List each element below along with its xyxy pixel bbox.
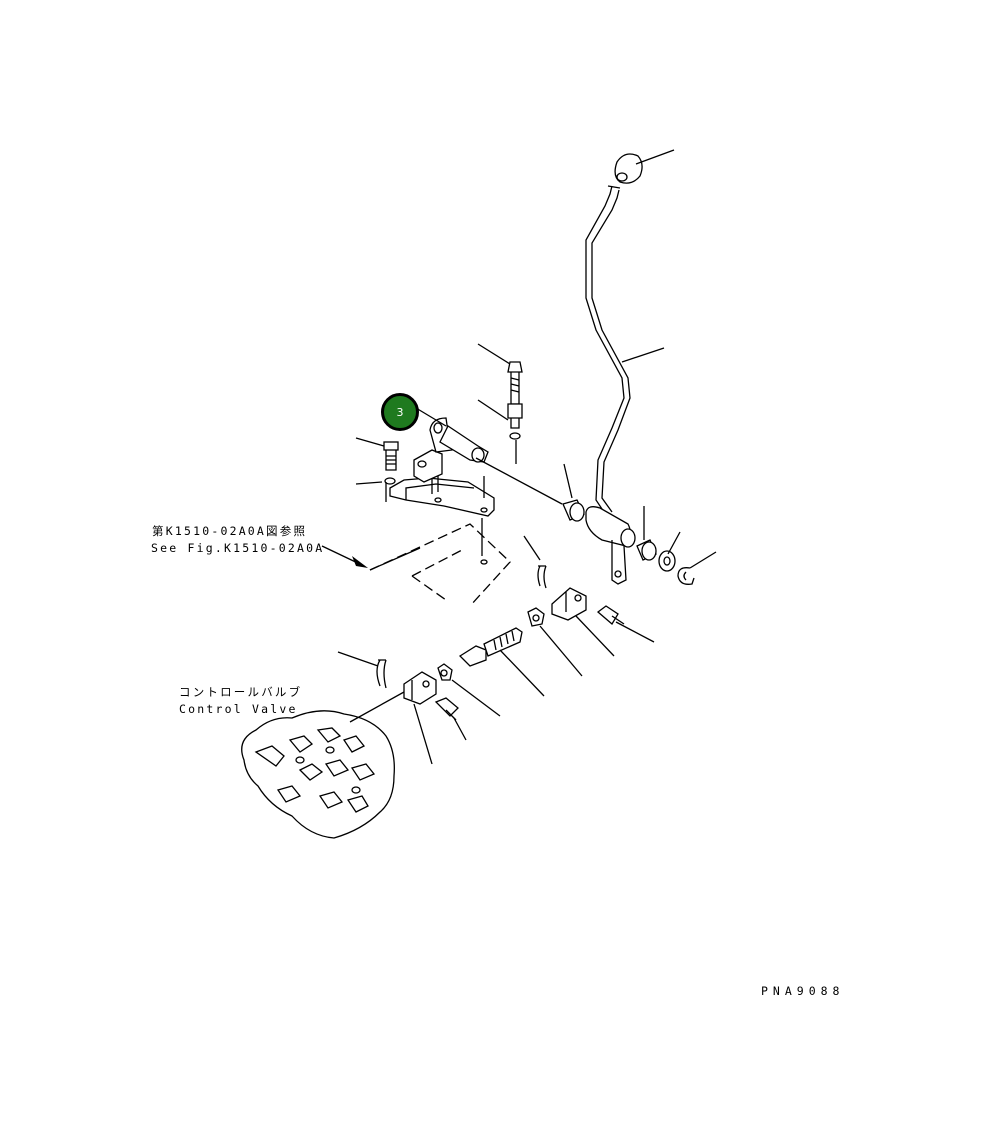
clevis-lower [403,671,437,705]
floor-plate [369,523,511,607]
reference-label-english: See Fig.K1510-02A0A [151,541,325,555]
bolt-clevis-upper [596,605,625,625]
bracket [389,417,495,517]
reference-arrow [321,545,368,568]
cotter-pin-lower [376,659,387,689]
bushing-lower [636,539,657,561]
drawing-code: PNA9088 [761,984,845,998]
lever-rod [585,185,636,585]
bolt-left [383,441,399,485]
bolt-clevis-lower [434,697,459,721]
lever-knob [614,153,643,184]
snap-ring [677,567,695,585]
washer [658,550,676,572]
reference-label-japanese: 第K1510-02A0A図参照 [152,524,308,538]
leader-lines [337,149,717,765]
nut-lower [437,663,453,681]
clevis-upper [551,587,587,621]
bushing-upper [562,499,585,522]
control-valve-label-english: Control Valve [179,702,298,716]
nut-upper [527,607,545,627]
cotter-pin-upper [537,565,547,589]
adjust-rod [458,627,523,667]
control-valve [241,710,395,839]
callout-3-badge[interactable]: 3 [381,393,419,431]
control-valve-label-japanese: コントロールバルブ [179,685,303,699]
bolt-long [507,361,523,440]
